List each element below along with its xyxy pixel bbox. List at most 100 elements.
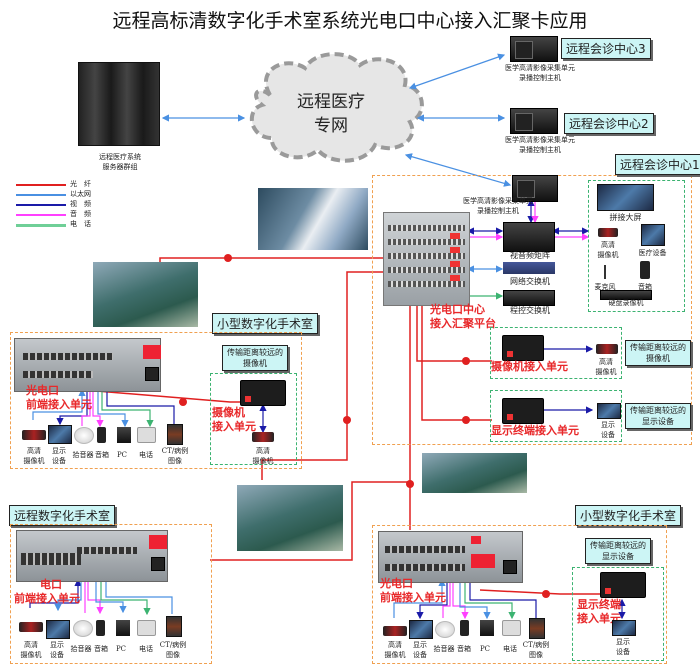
device-label: 显示设备 (413, 641, 427, 659)
device-label: 显示设备 (52, 447, 66, 465)
camera-unit-label: 摄像机接入单元 (491, 360, 568, 373)
room-3-front-label: 光电口前端接入单元 (380, 577, 446, 604)
hub-chassis-icon (383, 212, 470, 306)
center-1-device-caption: 医学高清影像采集单元录播控制主机 (463, 197, 533, 215)
front-end-unit-icon (14, 338, 161, 392)
camera-unit-region (490, 327, 622, 379)
display-unit-region (490, 390, 622, 442)
speaker-icon (460, 620, 469, 636)
display-access-unit-icon (600, 572, 646, 598)
cloud-label: 远程医疗 专网 (276, 90, 386, 138)
pc-icon (480, 620, 494, 636)
diagram-title: 远程高标清数字化手术室系统光电口中心接入汇聚卡应用 (112, 10, 588, 32)
hd-camera-icon (598, 228, 618, 237)
operating-room-photo (237, 485, 343, 551)
speaker-label: 音箱 (638, 283, 652, 291)
room-2-front-label: 电口前端接入单元 (14, 578, 80, 605)
room-3-region (372, 525, 667, 664)
cloud-label-line2: 专网 (314, 116, 348, 136)
hd-camera-icon (19, 622, 43, 632)
legend-item-video: 视 频 (16, 200, 126, 210)
room-2-region (10, 524, 212, 664)
display-unit-label: 显示终端接入单元 (491, 424, 579, 437)
device-label: 高清摄像机 (384, 641, 406, 659)
device-label: 高清摄像机 (20, 641, 42, 659)
display-icon (409, 620, 433, 639)
ct-image-icon (166, 616, 182, 637)
front-end-unit-icon (16, 530, 168, 582)
far-camera-note: 传输距离较远的 摄像机 (625, 340, 691, 366)
speaker-icon (97, 427, 106, 443)
ct-image-icon (167, 424, 183, 445)
server-caption: 远程医疗系统 服务器群组 (80, 152, 160, 172)
recording-host-icon (510, 108, 558, 134)
room-1-far-device-label: 高清摄像机 (252, 447, 274, 465)
pc-icon (116, 620, 130, 636)
pbx-icon (503, 290, 555, 306)
device-label: CT/病例图像 (522, 641, 550, 659)
hd-camera-label: 高清摄像机 (597, 241, 619, 259)
hd-camera-icon (383, 626, 407, 636)
far-display-note: 传输距离较远的 显示设备 (625, 403, 691, 429)
legend-item-audio: 音 频 (16, 210, 126, 220)
device-label: 显示设备 (50, 641, 64, 659)
operating-room-photo (93, 262, 198, 327)
center-1-label: 远程会诊中心1 (615, 154, 700, 175)
network-switch-label: 网络交换机 (510, 277, 550, 286)
device-label: 音箱 (95, 451, 109, 459)
device-label: 音箱 (457, 645, 471, 653)
hd-camera-icon (22, 430, 46, 440)
room-1-region (10, 332, 302, 469)
operating-room-photo (422, 453, 527, 493)
device-label: PC (116, 451, 128, 459)
room-3-label: 小型数字化手术室 (575, 505, 682, 526)
hd-camera-icon (252, 432, 274, 442)
av-matrix-icon (503, 222, 555, 252)
display-icon (48, 425, 72, 444)
display-access-unit-icon (502, 398, 544, 424)
center-2-device-caption: 医学高清影像采集单元录播控制主机 (505, 136, 575, 154)
cloud-label-line1: 远程医疗 (297, 92, 365, 112)
ct-image-icon (529, 618, 545, 639)
device-label: CT/病例图像 (159, 641, 187, 659)
hd-camera-icon (596, 344, 618, 354)
center-devices-region (588, 180, 685, 312)
legend-item-fiber: 光 纤 (16, 180, 126, 190)
recording-host-icon (512, 175, 558, 202)
room-1-front-label: 光电口前端接入单元 (26, 384, 92, 411)
device-label: 拾音器 (433, 645, 455, 653)
cloud-shape (249, 52, 424, 163)
far-display-label: 显示设备 (601, 421, 615, 439)
video-wall-label: 拼接大屏 (609, 213, 642, 222)
device-label: 音箱 (94, 645, 108, 653)
av-matrix-label: 视音频矩阵 (510, 251, 550, 260)
pbx-label: 程控交换机 (510, 306, 550, 315)
room-3-far-device-label: 显示设备 (616, 638, 630, 656)
hub-label: 光电口中心接入汇聚平台 (430, 303, 496, 330)
room-2-label: 远程数字化手术室 (9, 505, 116, 526)
center-3-device-caption: 医学高清影像采集单元录播控制主机 (505, 64, 575, 82)
camera-access-unit-icon (502, 335, 544, 361)
far-camera-label: 高清摄像机 (595, 358, 617, 376)
room-1-far-region (210, 373, 297, 465)
room-3-far-region (572, 567, 664, 661)
video-wall-icon (597, 184, 654, 211)
dvr-icon (600, 290, 652, 300)
medical-device-label: 医疗设备 (638, 249, 667, 257)
server-rack-icon (78, 62, 160, 146)
device-label: 高清摄像机 (23, 447, 45, 465)
device-label: 电话 (139, 451, 153, 459)
phone-icon (137, 427, 156, 443)
medical-device-icon (641, 224, 665, 246)
speaker-icon (640, 261, 650, 279)
device-label: PC (115, 645, 127, 653)
control-room-photo (258, 188, 368, 250)
display-icon (46, 620, 70, 639)
room-3-far-note: 传输距离较远的 显示设备 (585, 538, 651, 564)
phone-icon (137, 620, 156, 636)
display-icon (597, 403, 621, 419)
pickup-mic-icon (74, 427, 94, 444)
center-2-label: 远程会诊中心2 (564, 113, 654, 134)
speaker-icon (96, 620, 105, 636)
